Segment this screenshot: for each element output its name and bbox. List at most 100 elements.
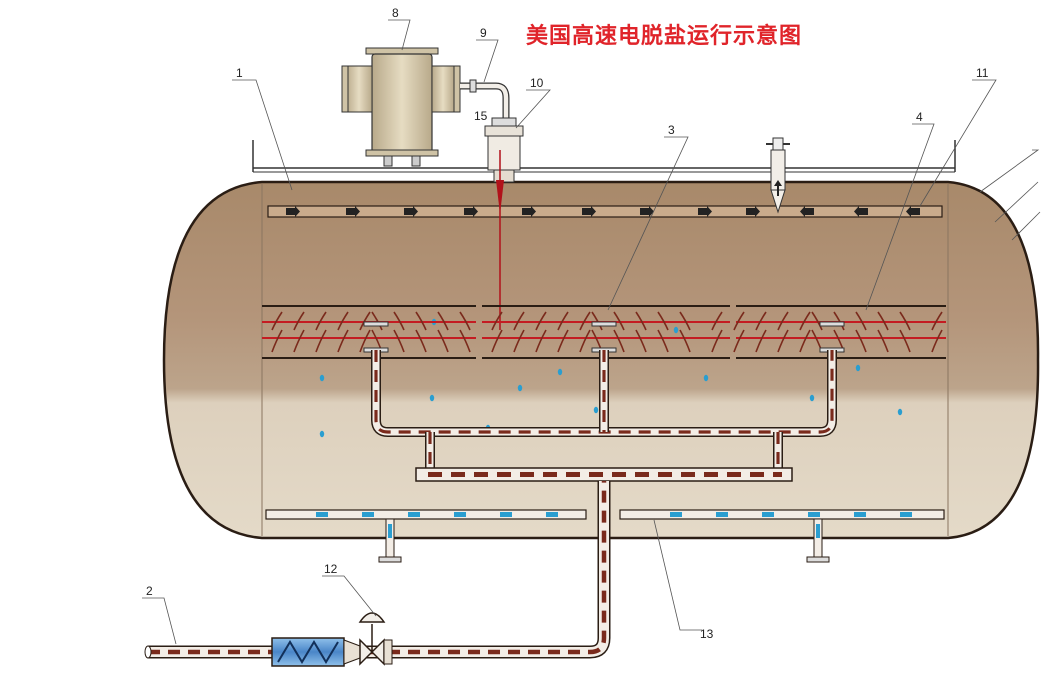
crude-inlet-line bbox=[144, 481, 611, 667]
drain-flange bbox=[378, 556, 402, 563]
rising-flow bbox=[293, 311, 305, 331]
flow-arrow-right bbox=[582, 206, 596, 217]
droplet bbox=[557, 368, 563, 376]
rising-flow bbox=[833, 311, 845, 331]
rising-flow bbox=[535, 329, 547, 353]
droplet bbox=[593, 406, 599, 414]
rising-flow bbox=[359, 311, 371, 331]
rising-flow bbox=[337, 329, 349, 353]
rising-flow bbox=[679, 329, 691, 353]
rising-flow bbox=[899, 311, 911, 331]
label-8: 8 bbox=[392, 6, 399, 20]
water-flow bbox=[546, 512, 558, 517]
valve-flange bbox=[383, 639, 393, 665]
droplet bbox=[897, 408, 903, 416]
rising-flow bbox=[613, 311, 625, 331]
flow-arrow-right bbox=[746, 206, 760, 217]
droplet bbox=[703, 374, 709, 382]
flow-arrow-right bbox=[640, 206, 654, 217]
drain-flange bbox=[806, 556, 830, 563]
valve-actuator bbox=[358, 612, 386, 623]
rising-flow bbox=[777, 311, 789, 331]
rising-flow bbox=[877, 329, 889, 353]
rising-flow bbox=[931, 311, 943, 331]
rising-flow bbox=[315, 311, 327, 331]
flow-arrow-left bbox=[800, 206, 814, 217]
rising-flow bbox=[657, 329, 669, 353]
rising-flow bbox=[513, 311, 525, 331]
rising-flow bbox=[513, 329, 525, 353]
rising-flow bbox=[613, 329, 625, 353]
droplet bbox=[855, 364, 861, 372]
rising-flow bbox=[733, 329, 745, 353]
flow-arrow-right bbox=[286, 206, 300, 217]
mixer-element bbox=[277, 640, 339, 664]
rising-flow bbox=[711, 329, 723, 353]
rising-flow bbox=[635, 329, 647, 353]
rising-flow bbox=[579, 311, 591, 331]
rising-flow bbox=[459, 311, 471, 331]
water-flow bbox=[854, 512, 866, 517]
droplet bbox=[809, 394, 815, 402]
rising-flow bbox=[415, 311, 427, 331]
cable-conduit bbox=[460, 79, 510, 118]
rising-flow bbox=[315, 329, 327, 353]
label-3: 3 bbox=[668, 123, 675, 137]
water-flow bbox=[808, 512, 820, 517]
rising-flow bbox=[657, 311, 669, 331]
water-flow bbox=[408, 512, 420, 517]
rising-flow bbox=[437, 311, 449, 331]
rising-flow bbox=[557, 329, 569, 353]
label-13: 13 bbox=[700, 627, 714, 641]
water-flow bbox=[670, 512, 682, 517]
oil-collector-pipe bbox=[267, 205, 943, 218]
water-drain-headers bbox=[265, 509, 945, 563]
label-11: 11 bbox=[976, 66, 989, 80]
rising-flow bbox=[415, 329, 427, 353]
diagram-title: 美国高速电脱盐运行示意图 bbox=[526, 24, 803, 49]
rising-flow bbox=[557, 311, 569, 331]
rising-flow bbox=[755, 329, 767, 353]
flow-arrow-left bbox=[906, 206, 920, 217]
rising-flow bbox=[755, 311, 767, 331]
rising-flow bbox=[535, 311, 547, 331]
water-flow bbox=[454, 512, 466, 517]
label-2: 2 bbox=[146, 584, 153, 598]
flow-arrow-right bbox=[404, 206, 418, 217]
droplet bbox=[319, 374, 325, 382]
flow-arrow-right bbox=[346, 206, 360, 217]
rising-flow bbox=[679, 311, 691, 331]
inlet-open-end bbox=[144, 645, 152, 659]
flow-arrow-right bbox=[698, 206, 712, 217]
callout-labels: 1 2 3 4 8 9 10 11 12 13 15 bbox=[146, 6, 989, 641]
entrance-bushing bbox=[484, 117, 524, 330]
water-flow bbox=[900, 512, 912, 517]
rising-flow bbox=[931, 329, 943, 353]
rising-flow bbox=[877, 311, 889, 331]
insulator-flange bbox=[591, 321, 617, 327]
label-1: 1 bbox=[236, 66, 243, 80]
water-flow bbox=[762, 512, 774, 517]
rising-flow bbox=[491, 329, 503, 353]
water-flow bbox=[500, 512, 512, 517]
drain-pipe bbox=[265, 509, 587, 520]
rising-flow bbox=[393, 311, 405, 331]
rising-flow bbox=[777, 329, 789, 353]
rising-flow bbox=[337, 311, 349, 331]
water-flow bbox=[362, 512, 374, 517]
flow-arrow-right bbox=[464, 206, 478, 217]
insulator-flange bbox=[819, 321, 845, 327]
rising-flow bbox=[437, 329, 449, 353]
rising-flow bbox=[491, 311, 503, 331]
transformer bbox=[341, 47, 461, 167]
droplet bbox=[673, 326, 679, 334]
rising-flow bbox=[711, 311, 723, 331]
rising-flow bbox=[591, 311, 603, 331]
insulator-flange bbox=[363, 321, 389, 327]
label-4: 4 bbox=[916, 110, 923, 124]
water-droplets bbox=[319, 318, 903, 438]
droplet bbox=[429, 394, 435, 402]
rising-flow bbox=[733, 311, 745, 331]
rising-flow bbox=[271, 329, 283, 353]
